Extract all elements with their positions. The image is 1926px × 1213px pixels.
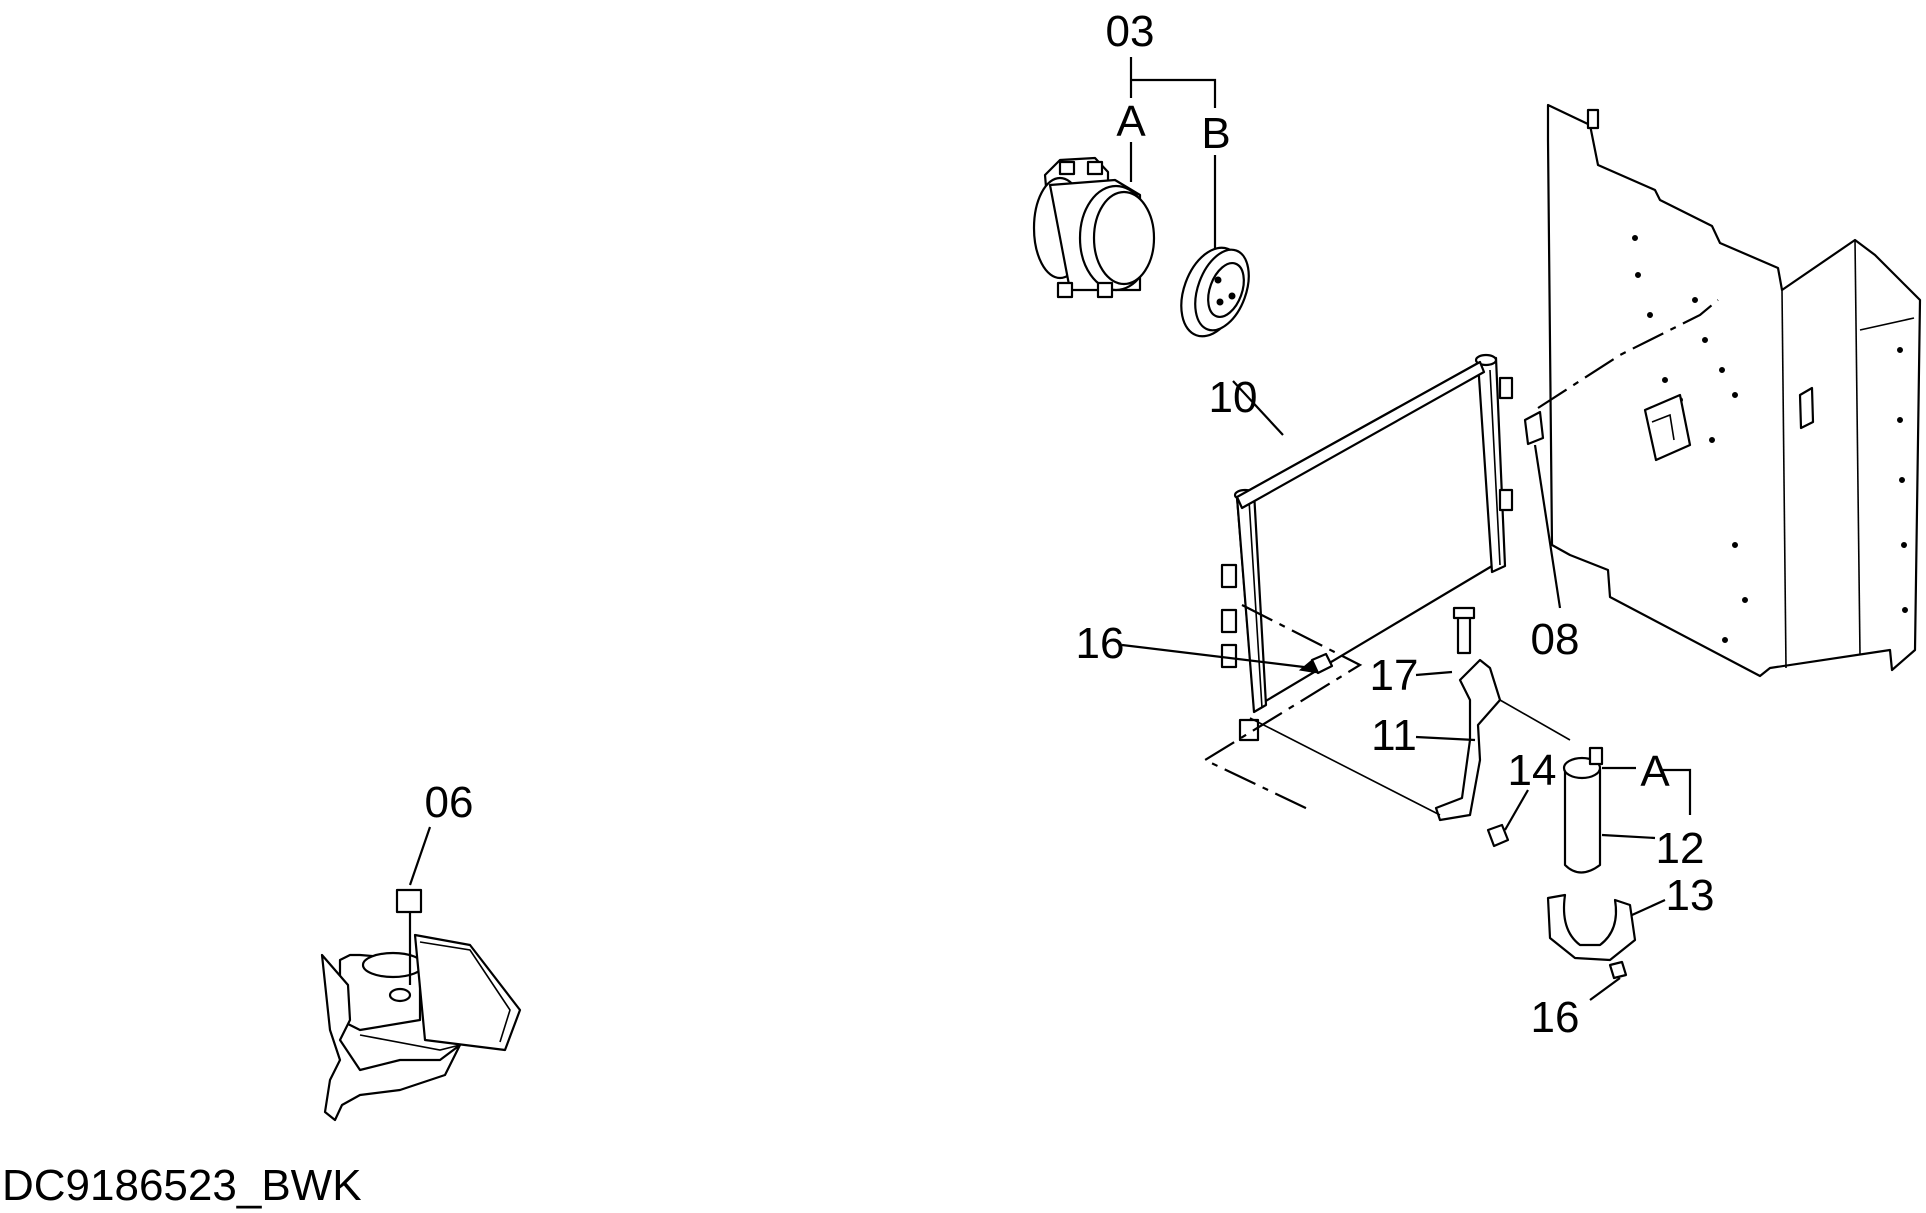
panel-cover	[1523, 103, 1922, 678]
gauge-assembly	[320, 826, 522, 1122]
callout-06: 06	[425, 778, 474, 827]
callout-16-upper: 16	[1076, 619, 1125, 668]
callout-14: 14	[1508, 746, 1557, 795]
receiver-drier	[1562, 746, 1692, 874]
callout-03-a: A	[1116, 97, 1146, 146]
compressor-body	[1032, 156, 1156, 299]
callout-11: 11	[1371, 711, 1417, 760]
bolt-16-upper	[1121, 643, 1334, 675]
callout-12-a: A	[1640, 747, 1670, 796]
callout-16-lower: 16	[1531, 993, 1580, 1042]
clutch-pulley	[1180, 246, 1250, 338]
callout-03: 03	[1106, 7, 1155, 56]
callout-17: 17	[1370, 651, 1419, 700]
compressor-assembly	[1032, 57, 1250, 338]
condenser	[1202, 353, 1514, 811]
callout-03-b: B	[1201, 109, 1230, 158]
callout-12: 12	[1656, 824, 1705, 873]
callout-13: 13	[1666, 871, 1715, 920]
callout-10: 10	[1209, 373, 1258, 422]
callout-labels: 03 A B 10 16 17 11 14 08 A 12 13 16 06	[425, 7, 1715, 1042]
drawing-code: DC9186523_BWK	[2, 1161, 362, 1210]
hose-assembly	[1249, 606, 1571, 848]
callout-08: 08	[1531, 615, 1580, 664]
drier-bracket	[1546, 893, 1666, 1001]
